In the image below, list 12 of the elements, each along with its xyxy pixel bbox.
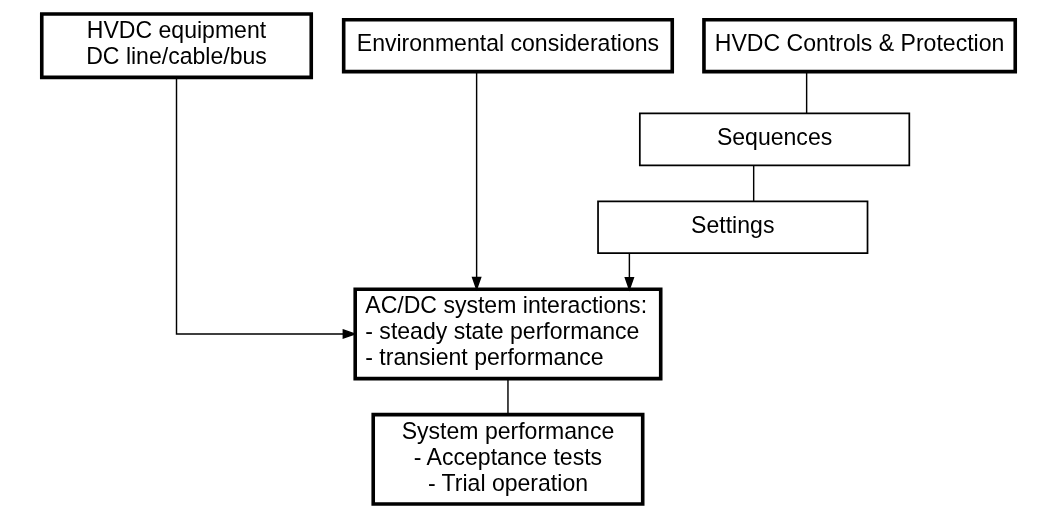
node-box: Sequences: [638, 112, 910, 167]
node-box: Settings: [596, 200, 868, 255]
connector: [752, 165, 754, 202]
node-box: HVDC Controls & Protection: [701, 18, 1017, 74]
connector: [805, 71, 807, 115]
connector: [506, 378, 509, 416]
node-box: AC/DC system interactions: - steady state performance - transient performance: [352, 287, 662, 381]
node-box: HVDC equipment DC line/cable/bus: [39, 12, 313, 80]
arrow: [175, 76, 357, 339]
node-box: System performance - Acceptance tests - Trial operation: [370, 412, 644, 506]
node-box: Environmental considerations: [341, 18, 674, 74]
arrow: [623, 252, 634, 292]
